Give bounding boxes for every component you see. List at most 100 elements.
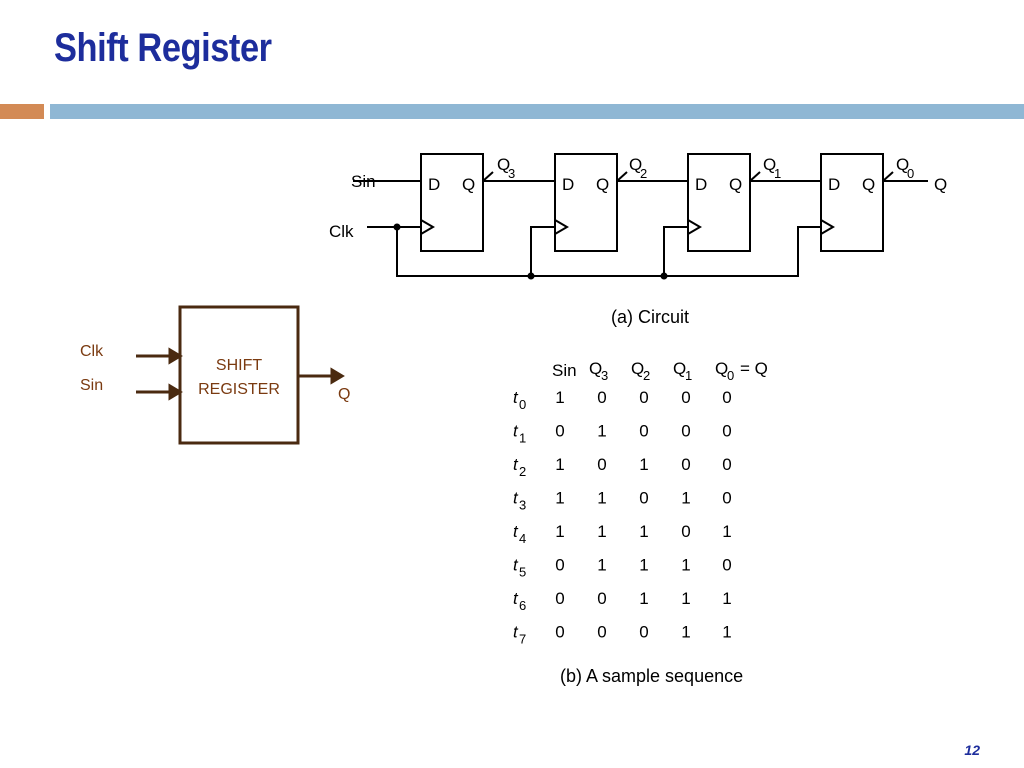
seq-cell: 1 xyxy=(597,522,606,541)
block-clk-label: Clk xyxy=(80,343,104,360)
seq-cell: 0 xyxy=(722,422,731,441)
circuit-caption: (a) Circuit xyxy=(611,307,689,327)
seq-cell: 1 xyxy=(681,489,690,508)
seq-cell: 1 xyxy=(597,556,606,575)
seq-cell: 0 xyxy=(597,589,606,608)
seq-time-label: t xyxy=(513,556,519,575)
seq-cell: 1 xyxy=(681,556,690,575)
ff0-out: Q xyxy=(896,155,909,174)
ff0-out-sub: 0 xyxy=(907,166,914,181)
seq-time-label: t xyxy=(513,455,519,474)
seq-cell: 0 xyxy=(597,623,606,642)
seq-cell: 1 xyxy=(597,422,606,441)
seq-time-label: t xyxy=(513,623,519,642)
ff3-out-sub: 3 xyxy=(508,166,515,181)
seq-header-q1: Q xyxy=(673,359,686,378)
seq-cell: 0 xyxy=(639,422,648,441)
seq-cell: 1 xyxy=(555,489,564,508)
seq-header-q0: Q xyxy=(715,359,728,378)
seq-cell: 0 xyxy=(681,422,690,441)
seq-header-q0-sub: 0 xyxy=(727,368,734,383)
seq-time-sub: 6 xyxy=(519,598,526,613)
seq-cell: 1 xyxy=(597,489,606,508)
flipflop-2 xyxy=(554,153,618,252)
seq-cell: 0 xyxy=(597,455,606,474)
ff1-out: Q xyxy=(763,155,776,174)
seq-cell: 0 xyxy=(639,388,648,407)
seq-time-sub: 7 xyxy=(519,632,526,647)
flipflop-3 xyxy=(420,153,484,252)
seq-header-q1-sub: 1 xyxy=(685,368,692,383)
seq-cell: 1 xyxy=(639,455,648,474)
ff1-q: Q xyxy=(729,175,742,194)
accent-bar-right xyxy=(50,104,1024,119)
seq-time-sub: 1 xyxy=(519,431,526,446)
block-line2: REGISTER xyxy=(198,381,280,398)
ff3-q: Q xyxy=(462,175,475,194)
seq-time-sub: 0 xyxy=(519,397,526,412)
seq-header-q2-sub: 2 xyxy=(643,368,650,383)
seq-cell: 1 xyxy=(555,455,564,474)
seq-cell: 0 xyxy=(639,623,648,642)
ff1-d: D xyxy=(695,175,707,194)
seq-cell: 1 xyxy=(722,522,731,541)
ff3-out: Q xyxy=(497,155,510,174)
seq-cell: 0 xyxy=(639,489,648,508)
slide-title: Shift Register xyxy=(54,26,272,70)
ff1-out-sub: 1 xyxy=(774,166,781,181)
shift-register-block xyxy=(178,305,300,445)
seq-cell: 1 xyxy=(639,522,648,541)
seq-cell: 1 xyxy=(555,522,564,541)
ff3-d: D xyxy=(428,175,440,194)
seq-time-sub: 3 xyxy=(519,498,526,513)
seq-time-label: t xyxy=(513,422,519,441)
sin-label: Sin xyxy=(351,172,376,191)
seq-time-sub: 5 xyxy=(519,565,526,580)
ff2-out: Q xyxy=(629,155,642,174)
seq-cell: 0 xyxy=(722,556,731,575)
seq-header-q3: Q xyxy=(589,359,602,378)
seq-cell: 0 xyxy=(555,422,564,441)
ff0-d: D xyxy=(828,175,840,194)
accent-bar-left xyxy=(0,104,44,119)
seq-time-label: t xyxy=(513,489,519,508)
circuit-output-label: Q xyxy=(934,175,947,194)
flipflop-0 xyxy=(820,153,884,252)
seq-cell: 0 xyxy=(722,489,731,508)
seq-cell: 1 xyxy=(681,589,690,608)
flipflop-1 xyxy=(687,153,751,252)
seq-cell: 1 xyxy=(555,388,564,407)
seq-cell: 0 xyxy=(722,388,731,407)
block-line1: SHIFT xyxy=(216,357,262,374)
seq-time-sub: 2 xyxy=(519,464,526,479)
seq-cell: 0 xyxy=(722,455,731,474)
seq-cell: 0 xyxy=(681,522,690,541)
seq-cell: 0 xyxy=(597,388,606,407)
ff2-d: D xyxy=(562,175,574,194)
seq-cell: 0 xyxy=(555,589,564,608)
seq-cell: 1 xyxy=(722,589,731,608)
seq-cell: 1 xyxy=(639,556,648,575)
seq-cell: 0 xyxy=(681,388,690,407)
block-output-label: Q xyxy=(338,386,350,403)
seq-header-q3-sub: 3 xyxy=(601,368,608,383)
seq-cell: 1 xyxy=(722,623,731,642)
block-sin-label: Sin xyxy=(80,377,103,394)
sequence-caption: (b) A sample sequence xyxy=(560,666,743,686)
seq-cell: 0 xyxy=(555,556,564,575)
seq-cell: 0 xyxy=(555,623,564,642)
clk-label: Clk xyxy=(329,222,354,241)
seq-cell: 1 xyxy=(681,623,690,642)
ff2-q: Q xyxy=(596,175,609,194)
seq-header-sin: Sin xyxy=(552,361,577,380)
seq-time-label: t xyxy=(513,388,519,407)
seq-cell: 1 xyxy=(639,589,648,608)
seq-time-label: t xyxy=(513,522,519,541)
seq-time-sub: 4 xyxy=(519,531,526,546)
ff0-q: Q xyxy=(862,175,875,194)
page-number: 12 xyxy=(964,742,980,758)
ff2-out-sub: 2 xyxy=(640,166,647,181)
seq-cell: 0 xyxy=(681,455,690,474)
